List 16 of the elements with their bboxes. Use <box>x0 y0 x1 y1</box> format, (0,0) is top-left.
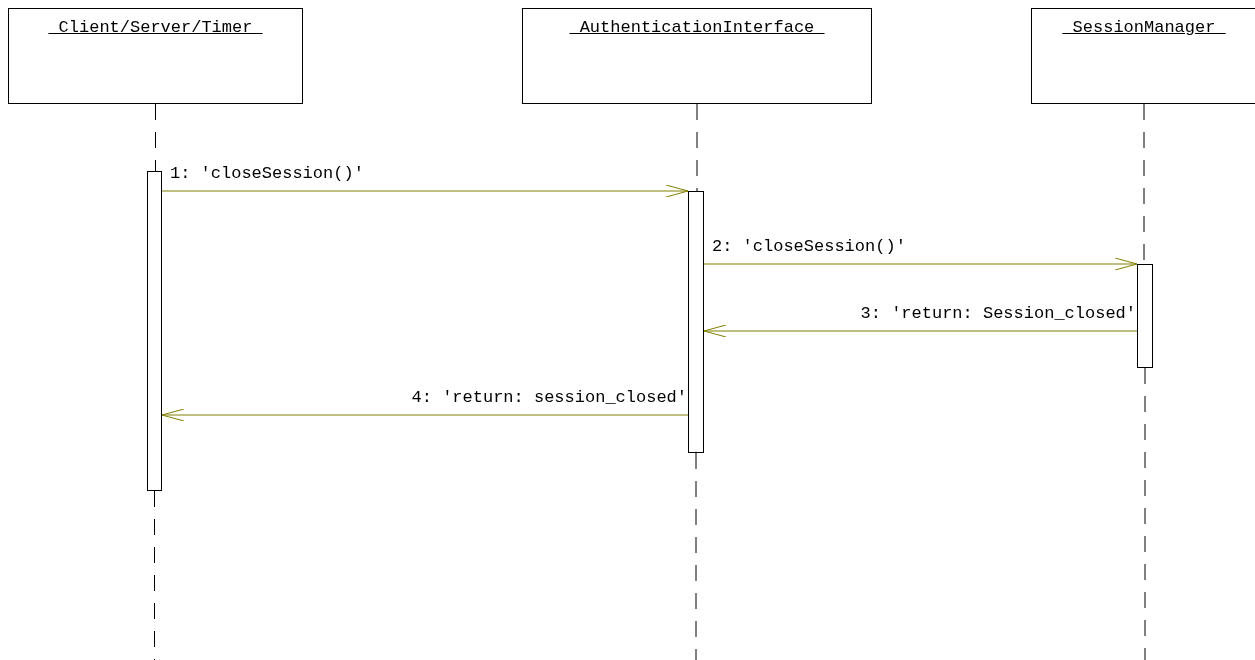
activation-bar <box>688 191 704 453</box>
lifeline <box>696 103 698 192</box>
activation-bar <box>1137 264 1153 368</box>
lifeline-header-box <box>8 8 303 104</box>
message-arrow <box>703 324 1138 338</box>
message-label: 3: 'return: Session_closed' <box>860 304 1136 324</box>
message-arrow <box>703 257 1138 271</box>
message-label: 1: 'closeSession()' <box>170 164 364 184</box>
activation-bar <box>147 171 162 491</box>
lifeline <box>155 103 156 172</box>
lifeline-header-box <box>1031 8 1255 104</box>
message-arrow <box>161 184 689 198</box>
message-label: 4: 'return: session_closed' <box>411 388 687 408</box>
lifeline-header-box <box>522 8 872 104</box>
message-arrow <box>161 408 689 422</box>
message-label: 2: 'closeSession()' <box>712 237 906 257</box>
